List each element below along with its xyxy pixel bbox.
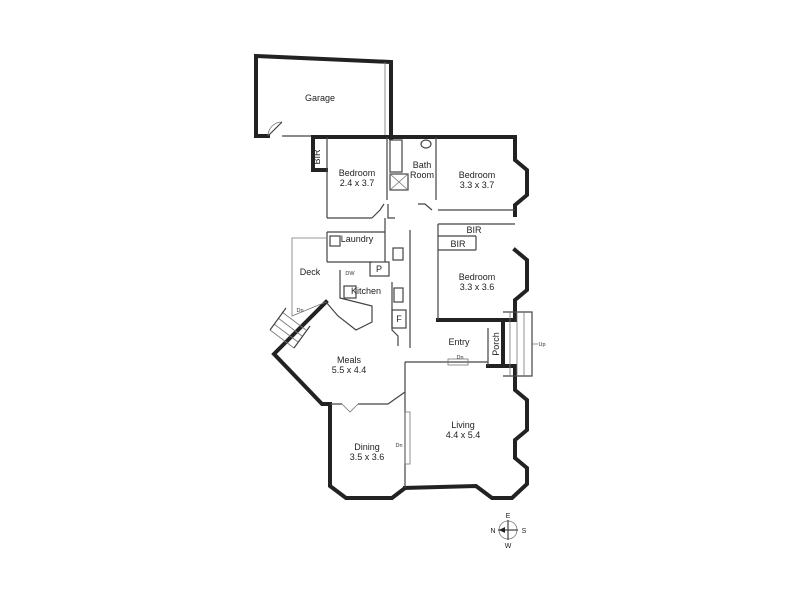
compass: N E S W [490,513,526,550]
dw-label: DW [345,271,355,277]
meals-dining-opening [341,403,359,413]
stair-labels: Dn Dn Dn Up [296,308,545,449]
dining-name: Dining [354,442,380,452]
bir-garage-label: BIR [312,149,322,165]
garage-door [267,121,283,137]
dining-exterior-wall [328,402,408,500]
deck-dn-label: Dn [296,308,303,314]
bir-upper-label: BIR [466,225,482,235]
pantry-box [369,261,390,277]
meals-dining-wall [330,391,406,405]
entry-step [447,358,469,366]
toilet [392,247,404,261]
pantry-label: P [376,264,382,274]
bath-label-line2: Room [410,170,434,180]
laundry-tub [329,235,341,247]
compass-w: W [505,543,512,550]
bedroom3-size: 3.3 x 3.6 [460,282,495,292]
compass-e: E [506,513,511,520]
bedroom1-size: 2.4 x 3.7 [340,178,375,188]
porch-up-label: Up [538,342,545,348]
meals-name: Meals [337,355,362,365]
hall-wall-a [387,204,395,219]
bedroom2-name: Bedroom [459,170,496,180]
dining-step [404,411,411,465]
laundry-label: Laundry [341,234,374,244]
interior-walls [325,137,515,488]
dining-dn-label: Dn [395,443,402,449]
bath-basin [420,139,432,149]
kitchen-label: Kitchen [351,286,381,296]
living-size: 4.4 x 5.4 [446,430,481,440]
compass-s: S [522,528,527,535]
bathtub [389,139,403,173]
hall-notch-west [371,203,385,219]
kitchen-east-bench [391,282,399,346]
entry-dn-label: Dn [456,355,463,361]
kitchen-island [325,270,373,331]
living-exterior-wall [402,364,529,500]
deck-stairs [269,311,307,349]
garage-walls [254,53,393,140]
porch-step-treads [509,312,525,376]
living-name: Living [451,420,475,430]
garage-label: Garage [305,93,335,103]
shower [389,173,409,191]
hall-notch-east [418,203,433,211]
deck-outline [291,237,327,317]
compass-n: N [490,528,495,535]
bir-lower-label: BIR [450,239,466,249]
meals-size: 5.5 x 4.4 [332,365,367,375]
step-markers [404,358,469,465]
bedroom3-bay-wall [512,247,529,322]
fixtures [329,139,432,303]
bath-label-line1: Bath [413,160,432,170]
deck-label: Deck [300,267,321,277]
deck [269,237,327,349]
cooktop [343,285,357,299]
deck-stair-stringers [269,307,311,349]
kitchen-sink [393,287,404,303]
room-labels: Garage BIR Bedroom 2.4 x 3.7 Bath Room B… [300,93,501,462]
bedroom1-name: Bedroom [339,168,376,178]
dining-size: 3.5 x 3.6 [350,452,385,462]
porch-steps [503,311,538,377]
bedroom3-name: Bedroom [459,272,496,282]
meals-angled-wall [271,299,332,406]
fridge-label: F [396,314,402,324]
garage-door-swing [267,121,283,137]
bedroom2-size: 3.3 x 3.7 [460,180,495,190]
compass-north-arrow [499,527,505,533]
shower-line-b [389,173,409,191]
entry-label: Entry [448,337,470,347]
porch-label: Porch [491,332,501,356]
exterior-walls [254,53,529,500]
north-wing-wall [311,135,529,217]
